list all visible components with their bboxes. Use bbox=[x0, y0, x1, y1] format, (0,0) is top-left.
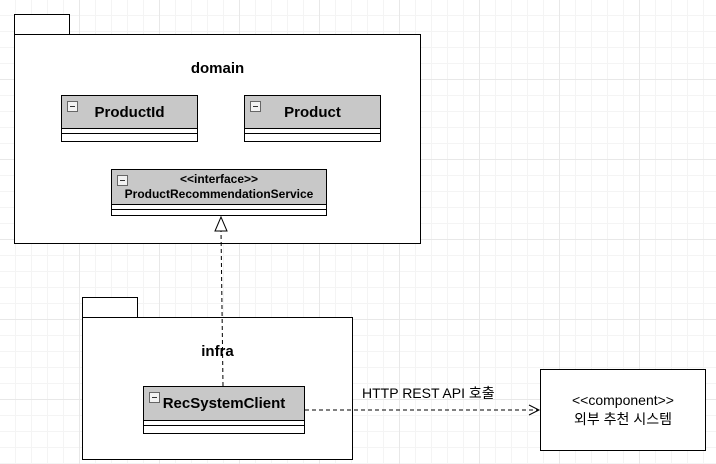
collapse-icon[interactable] bbox=[117, 175, 128, 186]
http-call-arrowhead bbox=[528, 404, 541, 416]
class-recsystemclient[interactable]: RecSystemClient bbox=[143, 386, 305, 434]
collapse-icon[interactable] bbox=[67, 101, 78, 112]
collapse-icon[interactable] bbox=[149, 392, 160, 403]
component-name: 외부 추천 시스템 bbox=[574, 411, 672, 427]
collapse-icon[interactable] bbox=[250, 101, 261, 112]
class-attributes-compartment bbox=[144, 421, 304, 426]
domain-package-name: domain bbox=[190, 60, 245, 77]
class-methods-compartment bbox=[112, 210, 326, 215]
class-methods-compartment bbox=[245, 134, 380, 139]
class-methods-compartment bbox=[62, 134, 197, 139]
class-recsystemclient-name: RecSystemClient bbox=[162, 395, 286, 412]
class-attributes-compartment bbox=[245, 129, 380, 134]
class-product-header: Product bbox=[245, 96, 380, 129]
http-call-label: HTTP REST API 호출 bbox=[362, 385, 495, 401]
class-product[interactable]: Product bbox=[244, 95, 381, 142]
class-productid-header: ProductId bbox=[62, 96, 197, 129]
interface-stereotype: <<interface>> bbox=[179, 172, 259, 186]
class-productid-name: ProductId bbox=[94, 103, 165, 121]
domain-package-tab bbox=[14, 14, 70, 35]
class-recsystemclient-header: RecSystemClient bbox=[144, 387, 304, 421]
class-attributes-compartment bbox=[112, 205, 326, 210]
interface-header: <<interface>> ProductRecommendationServi… bbox=[112, 170, 326, 205]
infra-package-tab bbox=[82, 297, 138, 318]
interface-name: ProductRecommendationService bbox=[124, 187, 314, 201]
class-attributes-compartment bbox=[62, 129, 197, 134]
class-productid[interactable]: ProductId bbox=[61, 95, 198, 142]
component-external-recommendation-system[interactable]: <<component>> 외부 추천 시스템 bbox=[540, 369, 706, 451]
component-stereotype: <<component>> bbox=[572, 392, 674, 408]
interface-productrecommendationservice[interactable]: <<interface>> ProductRecommendationServi… bbox=[111, 169, 327, 216]
class-methods-compartment bbox=[144, 426, 304, 431]
class-product-name: Product bbox=[284, 103, 341, 121]
infra-package-name: infra bbox=[201, 343, 234, 360]
